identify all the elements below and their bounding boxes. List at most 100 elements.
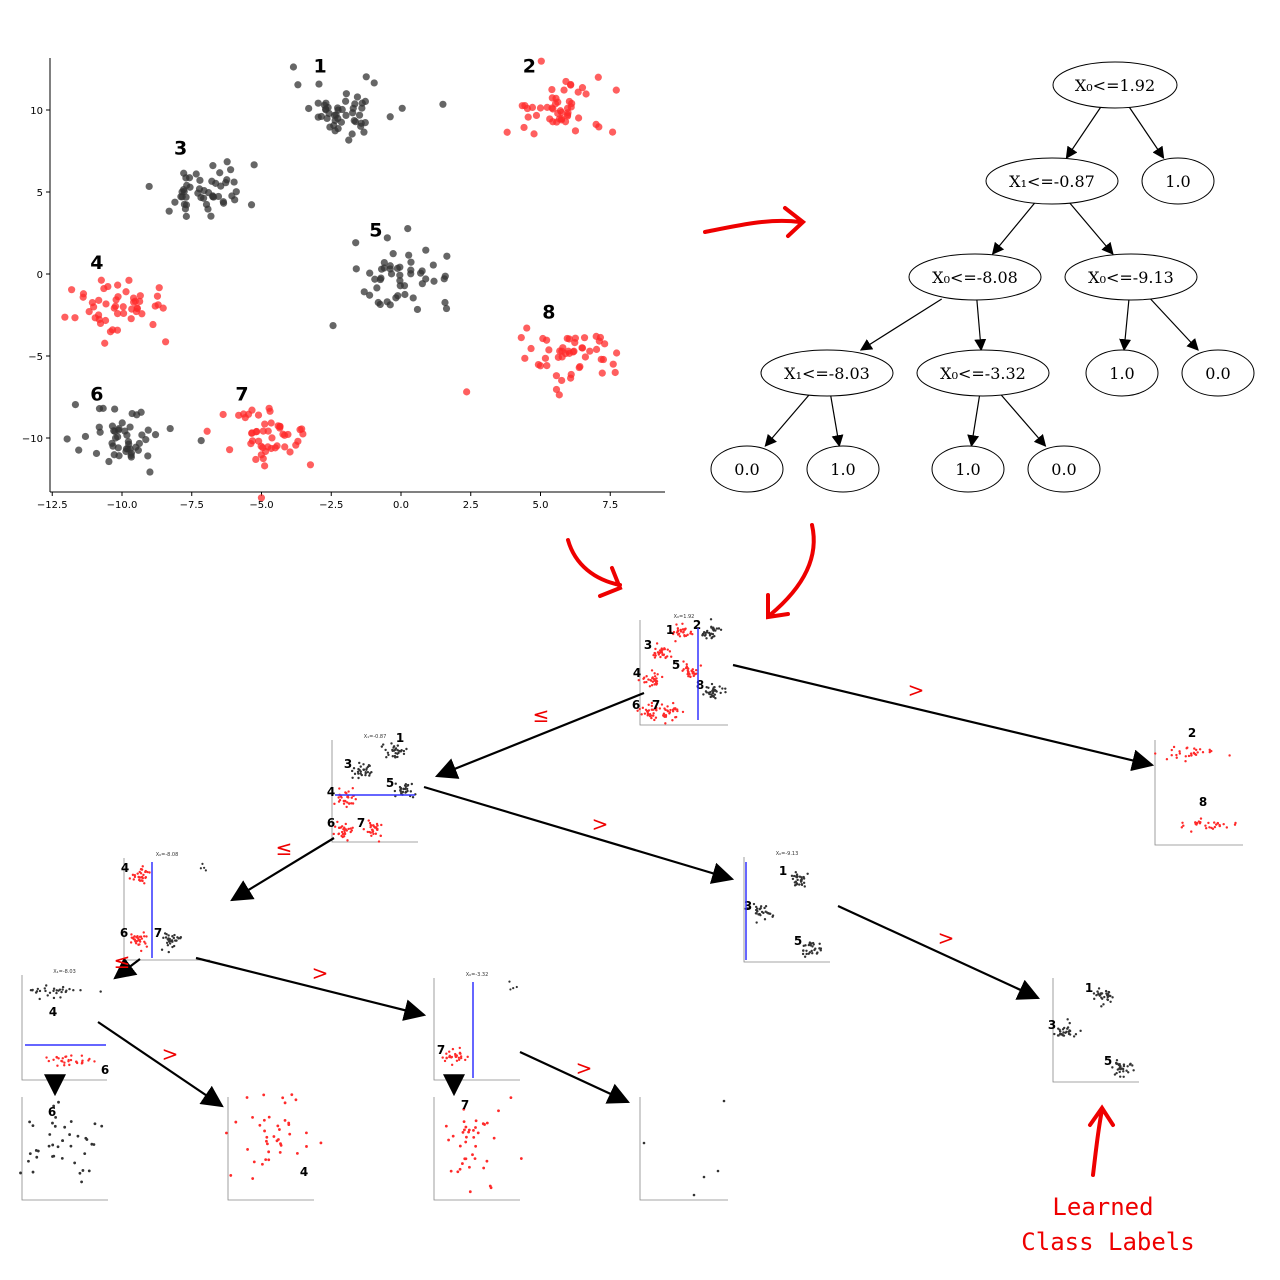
panel-point (341, 832, 345, 836)
panel-point (76, 1134, 80, 1138)
panel-point (380, 745, 384, 748)
panel-point (712, 629, 715, 632)
data-point (63, 435, 71, 443)
data-point (596, 333, 605, 342)
panel-point (701, 632, 705, 636)
tree-edge (1000, 394, 1047, 447)
panel-axes (743, 857, 830, 963)
panel-point (357, 776, 360, 780)
panel-point (349, 827, 352, 830)
data-point (439, 100, 447, 108)
panel-point (352, 766, 356, 770)
tree-edge (974, 298, 987, 352)
panel-point (1097, 987, 1101, 990)
panel-point (28, 1120, 32, 1124)
data-point (101, 316, 110, 325)
panel-point (818, 947, 821, 950)
tree-edge (764, 394, 810, 447)
panel-title: X₀=1.92 (674, 614, 695, 620)
panel-point (1062, 1031, 1065, 1034)
data-point (422, 246, 430, 254)
data-point (81, 432, 90, 441)
panel-point (654, 716, 658, 719)
panel-point (100, 1124, 104, 1128)
tree-node (1027, 445, 1101, 493)
panel-point (1122, 1064, 1126, 1068)
tree-node (760, 349, 894, 397)
data-point (371, 275, 379, 283)
panel-point (1118, 1065, 1122, 1069)
panel-point (396, 755, 399, 759)
panel-point (1100, 1005, 1103, 1008)
panel-point (687, 675, 690, 678)
panel-cluster-label: 8 (696, 678, 704, 692)
panel-point (265, 1139, 268, 1143)
panel-point (451, 1134, 455, 1138)
data-point (386, 262, 394, 270)
panel-point (688, 673, 691, 676)
panel-point (791, 877, 795, 881)
panel-point (519, 1157, 523, 1160)
panel-point (465, 1135, 468, 1139)
panel-point (771, 915, 774, 918)
panel-point (262, 1093, 266, 1097)
panel-point (481, 1122, 485, 1126)
panel-cluster-label: 7 (154, 926, 162, 940)
data-point (552, 372, 561, 380)
panel-point (350, 829, 354, 832)
data-point (571, 127, 580, 135)
panel-point (1058, 1032, 1062, 1036)
panel-point (1165, 758, 1169, 761)
panel-point (681, 710, 685, 714)
panel-point (647, 678, 650, 681)
panel-point (290, 1093, 294, 1097)
data-point (85, 307, 93, 316)
panel-point (656, 673, 659, 676)
data-point (257, 451, 265, 459)
y-tick-label: −10 (22, 434, 43, 445)
data-point (127, 453, 135, 461)
panel-point (63, 1125, 67, 1129)
panel-point (356, 770, 360, 774)
data-point (177, 193, 185, 201)
panel-point (83, 1152, 87, 1156)
panel-point (332, 832, 335, 836)
panel-point (752, 902, 756, 906)
data-point (551, 100, 560, 108)
data-point (207, 212, 215, 220)
panel-point (645, 675, 648, 678)
panel-point (69, 1058, 73, 1062)
panel-point (1122, 1070, 1125, 1073)
data-point (549, 118, 557, 126)
panel-point (387, 753, 390, 757)
data-point (153, 292, 162, 300)
panel-point (449, 1169, 453, 1173)
data-point (75, 446, 83, 454)
panel-point (338, 798, 342, 802)
panel-cluster-label: 1 (1085, 981, 1093, 995)
panel-point (295, 1151, 299, 1155)
panel-point (715, 627, 719, 630)
tree-node (806, 445, 880, 493)
flow-arrow (423, 785, 735, 884)
flow-arrow (113, 957, 141, 980)
panel-point (357, 772, 360, 775)
panel-cluster-label: 6 (632, 698, 640, 712)
panel-point (1194, 748, 1198, 752)
panel-point (342, 802, 346, 805)
panel-point (371, 828, 374, 831)
panel-point (47, 1059, 51, 1063)
panel-point (691, 672, 694, 675)
panel-point (345, 792, 348, 795)
data-point (366, 269, 374, 277)
data-point (155, 284, 163, 292)
panel-cluster-label: 6 (48, 1105, 56, 1119)
panel-point (1066, 1018, 1069, 1021)
panel-point (347, 802, 351, 805)
panel-point (172, 944, 176, 948)
data-point (581, 353, 589, 361)
data-point (348, 130, 356, 138)
panel-point (464, 1058, 467, 1062)
panel-axes (639, 1097, 728, 1201)
